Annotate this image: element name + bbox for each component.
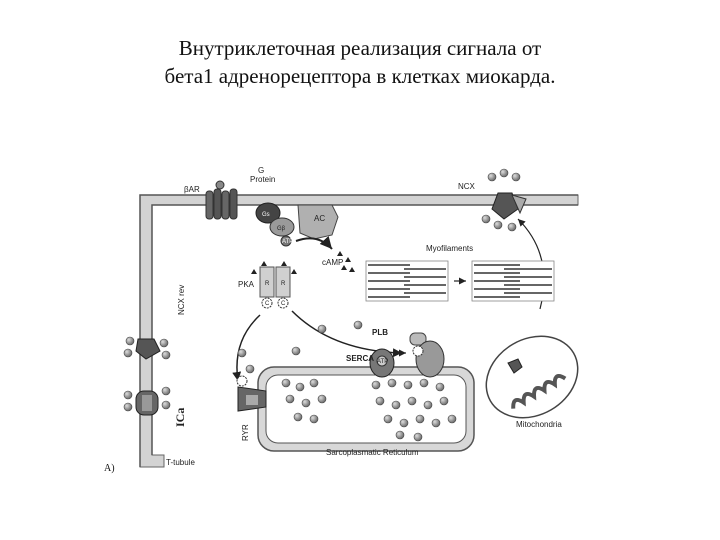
- calcium-ion: [493, 220, 503, 230]
- ncx-exchanger: [491, 192, 527, 220]
- calcium-ion: [245, 364, 255, 374]
- g-protein-label-1: G: [258, 166, 264, 175]
- ncx-rev-label: NCX rev: [177, 285, 186, 315]
- pka-c2-label: C: [281, 301, 286, 307]
- calcium-ion: [423, 400, 433, 410]
- calcium-ion: [161, 386, 171, 396]
- calcium-ion: [511, 172, 521, 182]
- calcium-ion: [431, 418, 441, 428]
- calcium-ion: [161, 350, 171, 360]
- calcium-ion: [403, 380, 413, 390]
- slide-title-line-2: бета1 адренорецептора в клетках миокарда…: [164, 64, 556, 88]
- gs-label: Gs: [262, 212, 270, 218]
- plb-label: PLB: [372, 328, 388, 337]
- calcium-ion: [123, 390, 133, 400]
- sarcolemma-membrane: [139, 194, 579, 468]
- g-protein: [255, 202, 295, 237]
- calcium-ion: [295, 382, 305, 392]
- calcium-ion: [317, 324, 327, 334]
- ac-label: AC: [314, 214, 325, 223]
- calcium-ion: [419, 378, 429, 388]
- atp-label: ATP: [282, 239, 293, 245]
- calcium-ion: [499, 168, 509, 178]
- calcium-ion: [391, 400, 401, 410]
- calcium-ion: [507, 222, 517, 232]
- calcium-ions: [123, 168, 521, 442]
- serca-atp-label: ATP: [377, 359, 388, 365]
- pka-r2-label: R: [281, 281, 286, 287]
- calcium-ion: [435, 382, 445, 392]
- g-protein-label-2: Protein: [250, 175, 275, 184]
- t-tubule-label: T-tubule: [166, 458, 195, 467]
- gbeta-label: Gβ: [277, 226, 286, 232]
- calcium-ion: [375, 396, 385, 406]
- l-type-calcium-channel: [135, 390, 159, 416]
- calcium-ion: [291, 346, 301, 356]
- sr-label: Sarcoplasmatic Reticulum: [326, 448, 419, 457]
- calcium-ion: [281, 378, 291, 388]
- panel-label: A): [104, 463, 115, 474]
- calcium-ion: [415, 414, 425, 424]
- calcium-ion: [383, 414, 393, 424]
- calcium-ion: [481, 214, 491, 224]
- calcium-ion: [309, 414, 319, 424]
- calcium-ion: [309, 378, 319, 388]
- beta-adrenergic-receptor: [205, 180, 238, 220]
- camp-label: cAMP: [322, 258, 343, 267]
- pka-label: PKA: [238, 280, 255, 289]
- calcium-ion: [387, 378, 397, 388]
- beta-ar-label: βAR: [184, 185, 200, 194]
- cardiomyocyte-signaling-diagram: βAR G Protein Gs Gβ AC ATP cAMP PKA R R …: [104, 166, 579, 474]
- calcium-ion: [123, 402, 133, 412]
- phospholamban: [409, 332, 445, 378]
- calcium-ion: [317, 394, 327, 404]
- pka-complex: [251, 261, 297, 309]
- calcium-ion: [439, 396, 449, 406]
- calcium-ion: [161, 400, 171, 410]
- calcium-ion: [123, 348, 133, 358]
- calcium-ion: [413, 432, 423, 442]
- ryanodine-receptor: [236, 375, 267, 412]
- slide-title: Внутриклеточная реализация сигнала от бе…: [0, 34, 720, 90]
- serca-pump: [369, 348, 395, 378]
- myofilaments-relaxed: [365, 260, 449, 302]
- sarcoplasmic-reticulum: [257, 366, 475, 452]
- pka-r1-label: R: [265, 281, 270, 287]
- calcium-ion: [237, 348, 247, 358]
- ncx-top-label: NCX: [458, 182, 476, 191]
- calcium-ion: [159, 338, 169, 348]
- myofilaments-label: Myofilaments: [426, 244, 473, 253]
- camp-synthesis-arrow: [295, 236, 333, 250]
- ryr-label: RYR: [241, 424, 250, 441]
- mitochondria-label: Mitochondria: [516, 420, 562, 429]
- mitochondria: [485, 335, 579, 419]
- pka-c1-label: C: [265, 301, 270, 307]
- calcium-ion: [447, 414, 457, 424]
- calcium-ion: [407, 396, 417, 406]
- calcium-ion: [285, 394, 295, 404]
- calcium-ion: [487, 172, 497, 182]
- calcium-ion: [125, 336, 135, 346]
- ica-label: ICa: [173, 408, 187, 427]
- pka-to-ryr-arrow: [232, 314, 261, 382]
- adenylyl-cyclase: [297, 204, 339, 240]
- camp-molecules: [337, 251, 355, 272]
- calcium-ion: [399, 418, 409, 428]
- calcium-ion: [395, 430, 405, 440]
- calcium-ion: [293, 412, 303, 422]
- serca-label: SERCA: [346, 354, 374, 363]
- ncx-rev-exchanger: [135, 338, 161, 360]
- calcium-ion: [301, 398, 311, 408]
- slide-title-line-1: Внутриклеточная реализация сигнала от: [178, 36, 542, 60]
- myofilaments-contracted: [471, 260, 555, 302]
- calcium-ion: [371, 380, 381, 390]
- calcium-ion: [353, 320, 363, 330]
